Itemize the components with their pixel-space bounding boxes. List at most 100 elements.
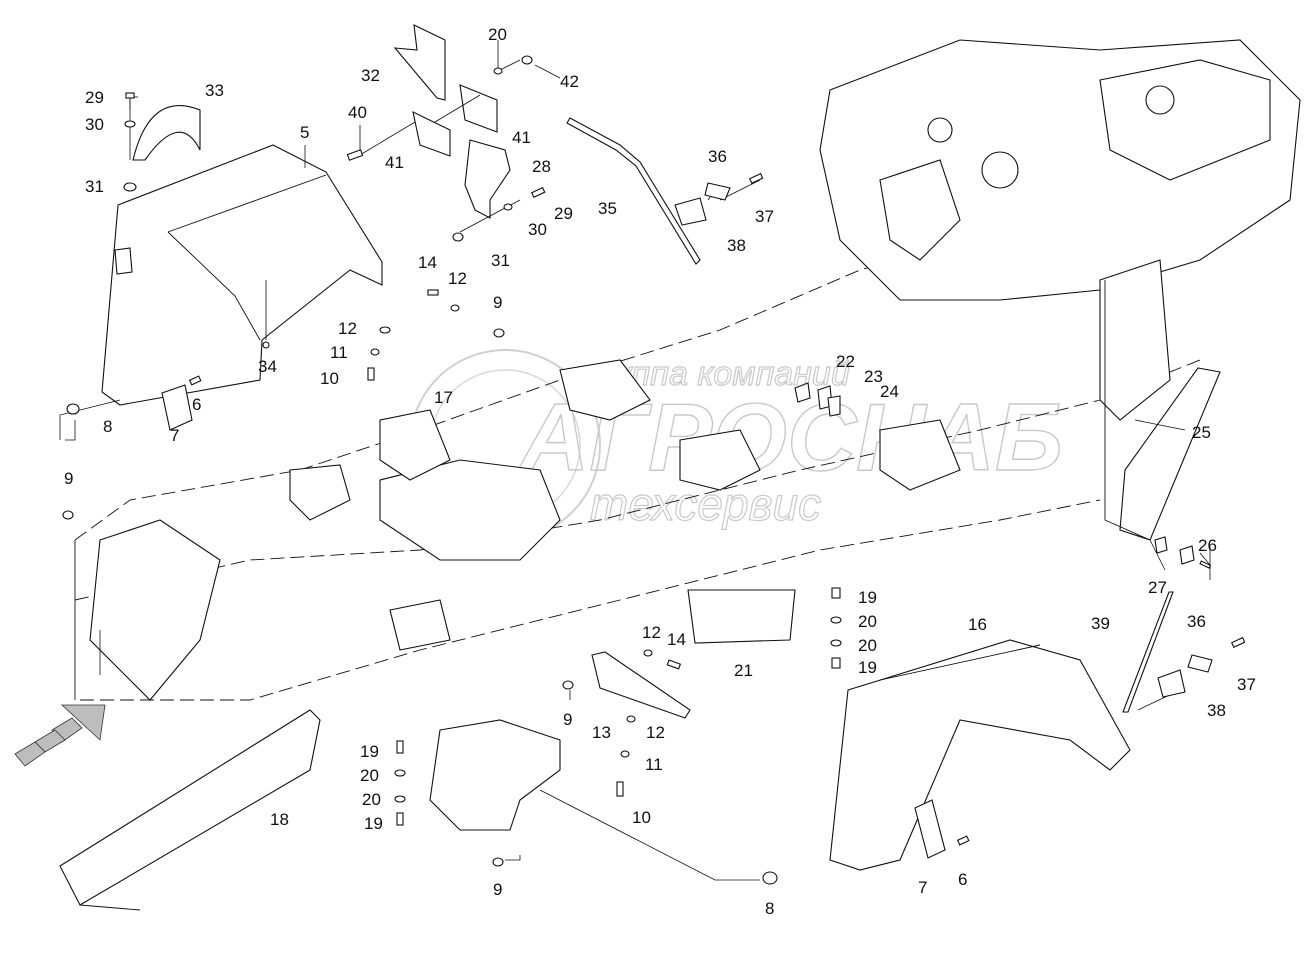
callout-labels: 5 6 6 7 7 8 8 9 9 9 9 10 10 11 11 12 12 … (64, 25, 1256, 918)
part-22a (794, 382, 811, 403)
washer-20b (830, 639, 842, 647)
callout-20: 20 (362, 790, 381, 809)
clamp-38b (1157, 669, 1186, 698)
bolt-40 (346, 149, 364, 161)
bolt-19c (396, 740, 404, 754)
callout-35: 35 (598, 199, 617, 218)
callout-7: 7 (918, 878, 927, 897)
callout-31: 31 (85, 177, 104, 196)
callout-40: 40 (348, 103, 367, 122)
callout-14: 14 (667, 630, 686, 649)
nut-9c (562, 680, 574, 690)
callout-42: 42 (560, 72, 579, 91)
washer-12d (626, 715, 636, 723)
part-25-panel (1104, 280, 1221, 541)
part-21-plate (687, 589, 796, 644)
callout-19: 19 (858, 588, 877, 607)
callout-27: 27 (1148, 578, 1167, 597)
callout-41: 41 (385, 153, 404, 172)
callout-9: 9 (493, 880, 502, 899)
callout-20: 20 (488, 25, 507, 44)
callout-37: 37 (1237, 675, 1256, 694)
callout-12: 12 (448, 269, 467, 288)
callout-8: 8 (103, 417, 112, 436)
bolt-36b (1230, 636, 1246, 648)
nut-9d (492, 857, 504, 867)
callout-36: 36 (1187, 612, 1206, 631)
callout-33: 33 (205, 81, 224, 100)
nut-31 (123, 182, 137, 192)
callout-12: 12 (642, 623, 661, 642)
callout-38: 38 (727, 236, 746, 255)
part-23 (827, 395, 841, 417)
callout-12: 12 (338, 319, 357, 338)
bolt-6 (188, 375, 202, 386)
clip-27 (1179, 545, 1195, 565)
bolt-10b (616, 781, 624, 797)
callout-29: 29 (85, 88, 104, 107)
washer-20c (394, 769, 406, 777)
bolt-14b (666, 659, 682, 670)
bolt-19d (396, 812, 404, 826)
callout-17: 17 (434, 388, 453, 407)
bushing-8 (66, 403, 80, 415)
callout-19: 19 (364, 814, 383, 833)
bolt-29 (125, 92, 135, 99)
plate-37b (1187, 654, 1213, 673)
part-18-panel (59, 709, 321, 911)
part-13-bracket (591, 651, 691, 719)
callout-16: 16 (968, 615, 987, 634)
callout-31: 31 (491, 251, 510, 270)
nut-31b (452, 232, 464, 242)
callout-10: 10 (320, 369, 339, 388)
plate-37 (704, 182, 731, 201)
part-39-rod (1122, 591, 1174, 713)
nut-42 (521, 55, 533, 65)
part-28-plate (464, 139, 511, 219)
part-33-clamp (132, 105, 201, 161)
washer-12 (450, 304, 460, 312)
nut-9 (493, 328, 505, 338)
clamp-38 (674, 197, 707, 226)
callout-25: 25 (1192, 423, 1211, 442)
lower-middle-assembly (429, 719, 561, 831)
washer-20 (493, 67, 503, 75)
washer-11 (370, 348, 380, 356)
plate-7b (914, 799, 946, 859)
callout-30: 30 (528, 220, 547, 239)
part-35-rod (566, 117, 701, 265)
callout-26: 26 (1198, 536, 1217, 555)
callout-14: 14 (418, 253, 437, 272)
washer-11b (620, 750, 630, 758)
main-frame (74, 199, 1251, 701)
callout-39: 39 (1091, 614, 1110, 633)
washer-30b (503, 203, 513, 211)
callout-6: 6 (192, 395, 201, 414)
callout-24: 24 (880, 382, 899, 401)
bolt-19a (831, 587, 841, 599)
screw-26 (1199, 560, 1212, 569)
part-5-left-fender (101, 144, 383, 406)
callout-11: 11 (645, 755, 663, 774)
callout-8: 8 (765, 899, 774, 918)
nut-9b (62, 510, 74, 520)
part-41-brackets (412, 84, 498, 157)
callout-32: 32 (361, 66, 380, 85)
bushing-8b (762, 871, 778, 885)
upper-right-assembly (819, 39, 1301, 421)
bolt-29b (530, 186, 546, 198)
bolt-36 (748, 172, 764, 184)
callout-7: 7 (170, 426, 179, 445)
plate-7 (161, 384, 193, 431)
part-32-plate (393, 24, 446, 101)
forward-direction-arrow (14, 704, 106, 767)
callout-9: 9 (493, 293, 502, 312)
callout-30: 30 (85, 115, 104, 134)
callout-5: 5 (300, 123, 309, 142)
callout-10: 10 (632, 808, 651, 827)
callout-34: 34 (258, 357, 277, 376)
bolt-10 (367, 367, 375, 381)
callout-28: 28 (532, 157, 551, 176)
